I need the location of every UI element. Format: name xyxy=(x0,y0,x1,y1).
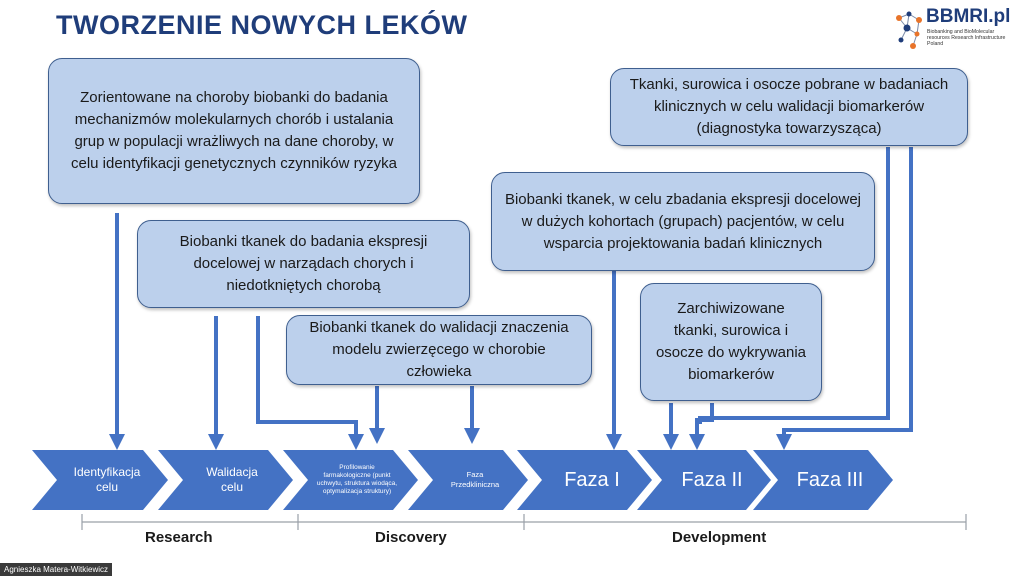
stage-phase-3: Faza III xyxy=(773,450,887,510)
arrow-b5-s7 xyxy=(776,147,913,450)
stage-target-validation: Walidacja celu xyxy=(178,450,286,510)
stage-label: Faza III xyxy=(796,468,864,491)
network-logo-icon xyxy=(896,11,922,49)
box-cohort-expression: Biobanki tkanek, w celu zbadania ekspres… xyxy=(491,172,875,271)
stage-label: Faza Przedkliniczna xyxy=(450,470,500,489)
stage-label: Walidacja celu xyxy=(206,465,258,494)
box-tissue-expression: Biobanki tkanek do badania ekspresji doc… xyxy=(137,220,470,308)
box-clinical-biomarkers: Tkanki, surowica i osocze pobrane w bada… xyxy=(610,68,968,146)
chevron-s6 xyxy=(637,450,771,510)
stage-label: Faza I xyxy=(564,468,620,491)
phase-research: Research xyxy=(145,529,213,546)
chevron-s1 xyxy=(32,450,168,510)
stage-pharmacological-profiling: Profilowanie farmakologiczne (punkt uchw… xyxy=(303,450,411,510)
box-animal-model-validation: Biobanki tkanek do walidacji znaczenia m… xyxy=(286,315,592,385)
phase-discovery: Discovery xyxy=(375,529,447,546)
page-title: TWORZENIE NOWYCH LEKÓW xyxy=(56,10,468,40)
logo-subtitle: Biobanking and BioMolecular resources Re… xyxy=(927,29,1006,47)
phase-development: Development xyxy=(672,529,767,546)
box-archived-biomarkers: Zarchiwizowane tkanki, surowica i osocze… xyxy=(640,283,822,401)
stage-preclinical: Faza Przedkliniczna xyxy=(428,450,522,510)
stage-label: Profilowanie farmakologiczne (punkt uchw… xyxy=(316,464,398,495)
presenter-name: Agnieszka Matera-Witkiewicz xyxy=(0,563,113,576)
stage-target-identification: Identyfikacja celu xyxy=(52,450,162,510)
logo-name: BBMRI.pl xyxy=(926,6,1011,27)
stage-label: Identyfikacja celu xyxy=(73,465,141,494)
arrow-b5-s6 xyxy=(698,147,890,424)
chevron-s5 xyxy=(517,450,652,510)
chevron-s7 xyxy=(753,450,893,510)
stage-label: Faza II xyxy=(681,468,743,491)
arrow-b2-s3 xyxy=(256,316,364,450)
box-disease-biobanks: Zorientowane na choroby biobanki do bada… xyxy=(48,58,420,204)
logo: BBMRI.pl Biobanking and BioMolecular res… xyxy=(893,6,1013,66)
stage-phase-2: Faza II xyxy=(657,450,767,510)
chevron-s2 xyxy=(158,450,293,510)
chevron-s4 xyxy=(408,450,528,510)
stage-phase-1: Faza I xyxy=(537,450,647,510)
chevron-s3 xyxy=(283,450,418,510)
